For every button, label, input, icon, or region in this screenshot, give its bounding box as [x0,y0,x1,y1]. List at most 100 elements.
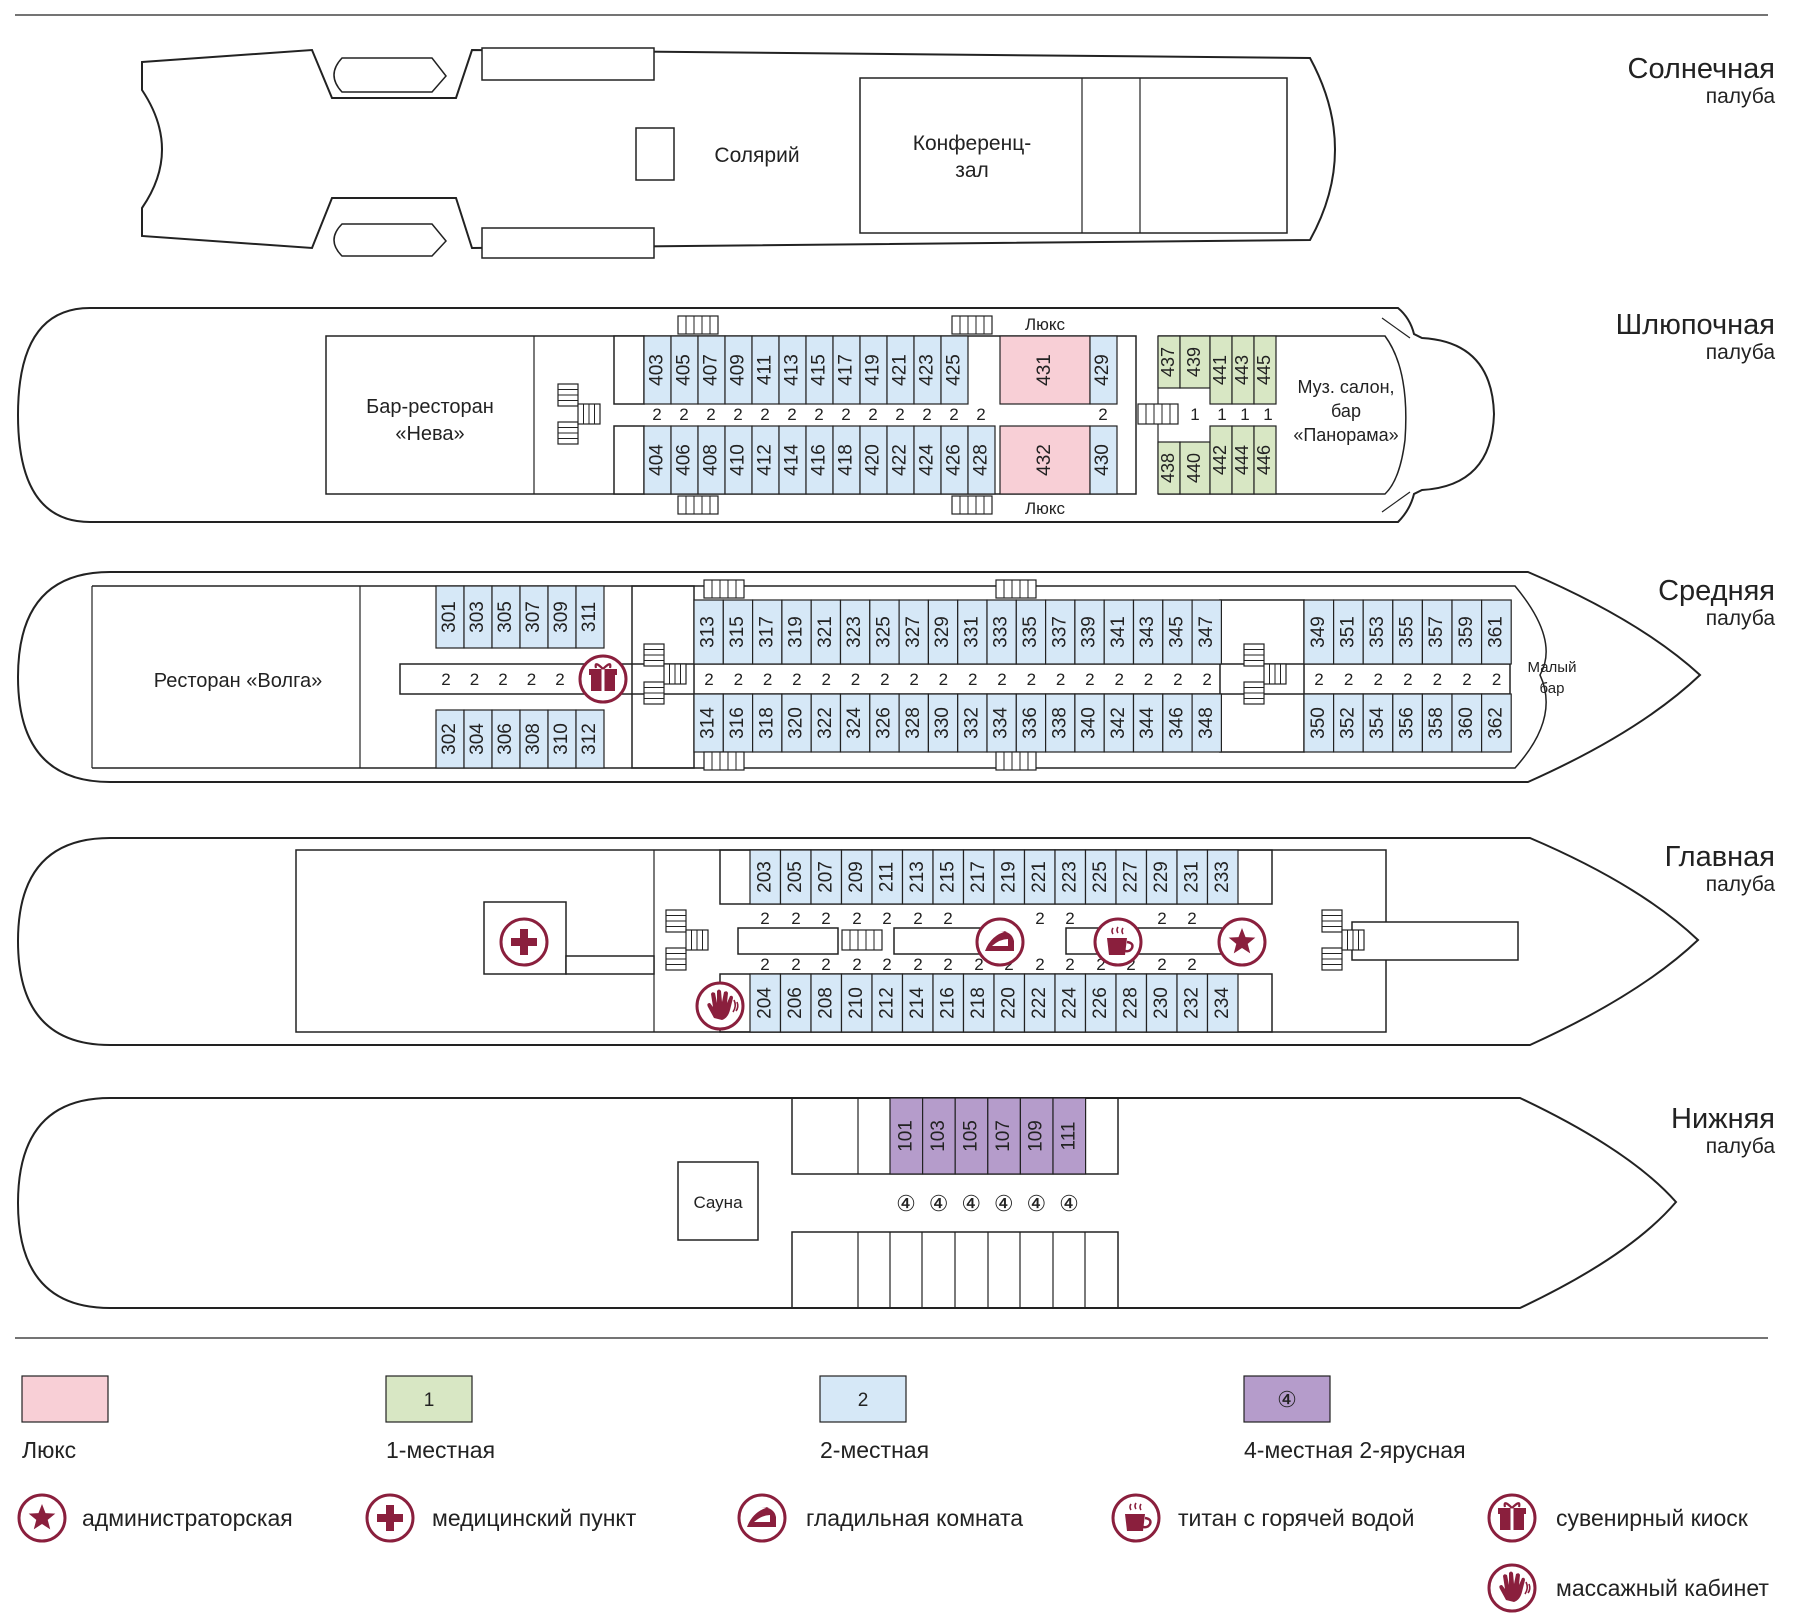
cabin-421[interactable] [886,335,915,405]
cabin-217[interactable] [962,849,995,905]
cabin-303[interactable] [463,585,493,649]
cabin-404[interactable] [643,425,672,495]
cabin-lux-431[interactable] [999,335,1091,405]
cabin-206[interactable] [779,973,812,1033]
cabin-204[interactable] [749,973,782,1033]
cabin-234[interactable] [1206,973,1239,1033]
cabin-219[interactable] [993,849,1026,905]
cabin-105[interactable] [954,1097,989,1175]
cabin-344[interactable] [1132,693,1164,753]
cabin-357[interactable] [1421,599,1453,665]
cabin-350[interactable] [1303,693,1335,753]
cabin-233[interactable] [1206,849,1239,905]
cabin-224[interactable] [1054,973,1087,1033]
cabin-426[interactable] [940,425,969,495]
cabin-418[interactable] [832,425,861,495]
cabin-218[interactable] [962,973,995,1033]
cabin-310[interactable] [547,709,577,769]
cabin-216[interactable] [932,973,965,1033]
cabin-343[interactable] [1132,599,1164,665]
cabin-425[interactable] [940,335,969,405]
cabin-309[interactable] [547,585,577,649]
cabin-301[interactable] [435,585,465,649]
cabin-332[interactable] [957,693,988,753]
cabin-318[interactable] [751,693,783,753]
cabin-302[interactable] [435,709,465,769]
cabin-325[interactable] [869,599,900,665]
cabin-333[interactable] [986,599,1017,665]
cabin-321[interactable] [810,599,842,665]
cabin-225[interactable] [1084,849,1117,905]
cabin-428[interactable] [967,425,996,495]
cabin-351[interactable] [1332,599,1364,665]
cabin-411[interactable] [751,335,780,405]
cabin-207[interactable] [810,849,843,905]
cabin-328[interactable] [898,693,929,753]
cabin-430[interactable] [1089,425,1118,495]
cabin-412[interactable] [751,425,780,495]
cabin-429[interactable] [1089,335,1118,405]
cabin-316[interactable] [722,693,754,753]
cabin-356[interactable] [1392,693,1424,753]
cabin-340[interactable] [1074,693,1105,753]
cabin-229[interactable] [1145,849,1178,905]
cabin-445[interactable] [1253,335,1277,405]
cabin-342[interactable] [1103,693,1135,753]
cabin-413[interactable] [778,335,807,405]
cabin-415[interactable] [805,335,834,405]
cabin-346[interactable] [1162,693,1193,753]
cabin-360[interactable] [1451,693,1483,753]
cabin-354[interactable] [1362,693,1394,753]
cabin-423[interactable] [913,335,942,405]
cabin-lux-432[interactable] [999,425,1091,495]
cabin-419[interactable] [859,335,888,405]
cabin-212[interactable] [871,973,904,1033]
cabin-348[interactable] [1191,693,1222,753]
cabin-361[interactable] [1480,599,1512,665]
cabin-101[interactable] [889,1097,924,1175]
cabin-323[interactable] [839,599,871,665]
cabin-311[interactable] [575,585,605,649]
cabin-330[interactable] [927,693,959,753]
cabin-362[interactable] [1480,693,1512,753]
cabin-230[interactable] [1145,973,1178,1033]
cabin-349[interactable] [1303,599,1335,665]
cabin-345[interactable] [1162,599,1193,665]
cabin-205[interactable] [779,849,812,905]
cabin-341[interactable] [1103,599,1135,665]
cabin-327[interactable] [898,599,929,665]
cabin-339[interactable] [1074,599,1105,665]
cabin-422[interactable] [886,425,915,495]
cabin-424[interactable] [913,425,942,495]
cabin-107[interactable] [987,1097,1021,1175]
cabin-220[interactable] [993,973,1026,1033]
cabin-324[interactable] [839,693,871,753]
cabin-410[interactable] [724,425,753,495]
cabin-408[interactable] [697,425,726,495]
cabin-215[interactable] [932,849,965,905]
cabin-226[interactable] [1084,973,1117,1033]
cabin-211[interactable] [871,849,904,905]
cabin-222[interactable] [1023,973,1056,1033]
cabin-336[interactable] [1015,693,1047,753]
cabin-308[interactable] [519,709,549,769]
cabin-307[interactable] [519,585,549,649]
cabin-338[interactable] [1044,693,1076,753]
cabin-358[interactable] [1421,693,1453,753]
cabin-209[interactable] [840,849,873,905]
cabin-231[interactable] [1176,849,1209,905]
cabin-210[interactable] [840,973,873,1033]
cabin-446[interactable] [1253,425,1277,495]
cabin-228[interactable] [1115,973,1148,1033]
cabin-359[interactable] [1451,599,1483,665]
cabin-416[interactable] [805,425,834,495]
cabin-109[interactable] [1019,1097,1054,1175]
cabin-347[interactable] [1191,599,1222,665]
cabin-313[interactable] [693,599,724,665]
cabin-213[interactable] [901,849,934,905]
cabin-221[interactable] [1023,849,1056,905]
cabin-335[interactable] [1015,599,1047,665]
cabin-111[interactable] [1052,1097,1087,1175]
cabin-337[interactable] [1044,599,1076,665]
cabin-406[interactable] [670,425,699,495]
